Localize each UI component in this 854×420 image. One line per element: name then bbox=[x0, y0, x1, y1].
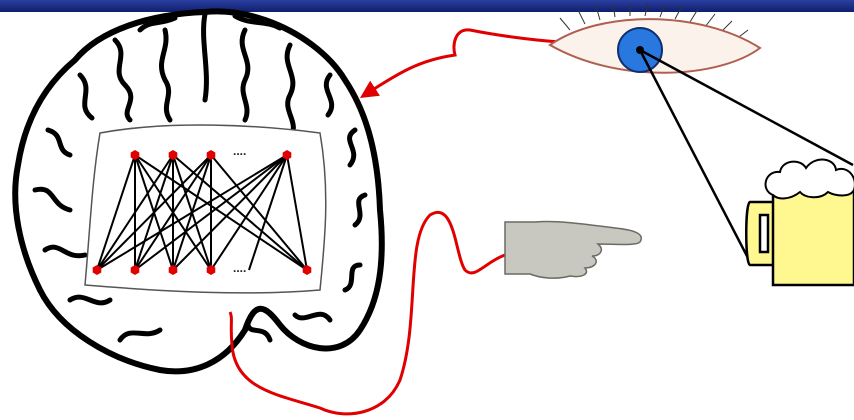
mug-handle bbox=[746, 202, 775, 265]
mug-body bbox=[773, 185, 854, 285]
neural-network-panel: .... .... bbox=[85, 125, 326, 293]
pointing-hand bbox=[505, 222, 641, 279]
input-layer-ellipsis: .... bbox=[233, 144, 246, 158]
output-layer-ellipsis: .... bbox=[233, 261, 246, 275]
beer-mug bbox=[746, 160, 854, 285]
eye-illustration bbox=[550, 3, 760, 73]
network-panel-background bbox=[85, 125, 326, 293]
optic-nerve-arrow bbox=[363, 30, 560, 96]
beer-foam bbox=[766, 160, 854, 199]
